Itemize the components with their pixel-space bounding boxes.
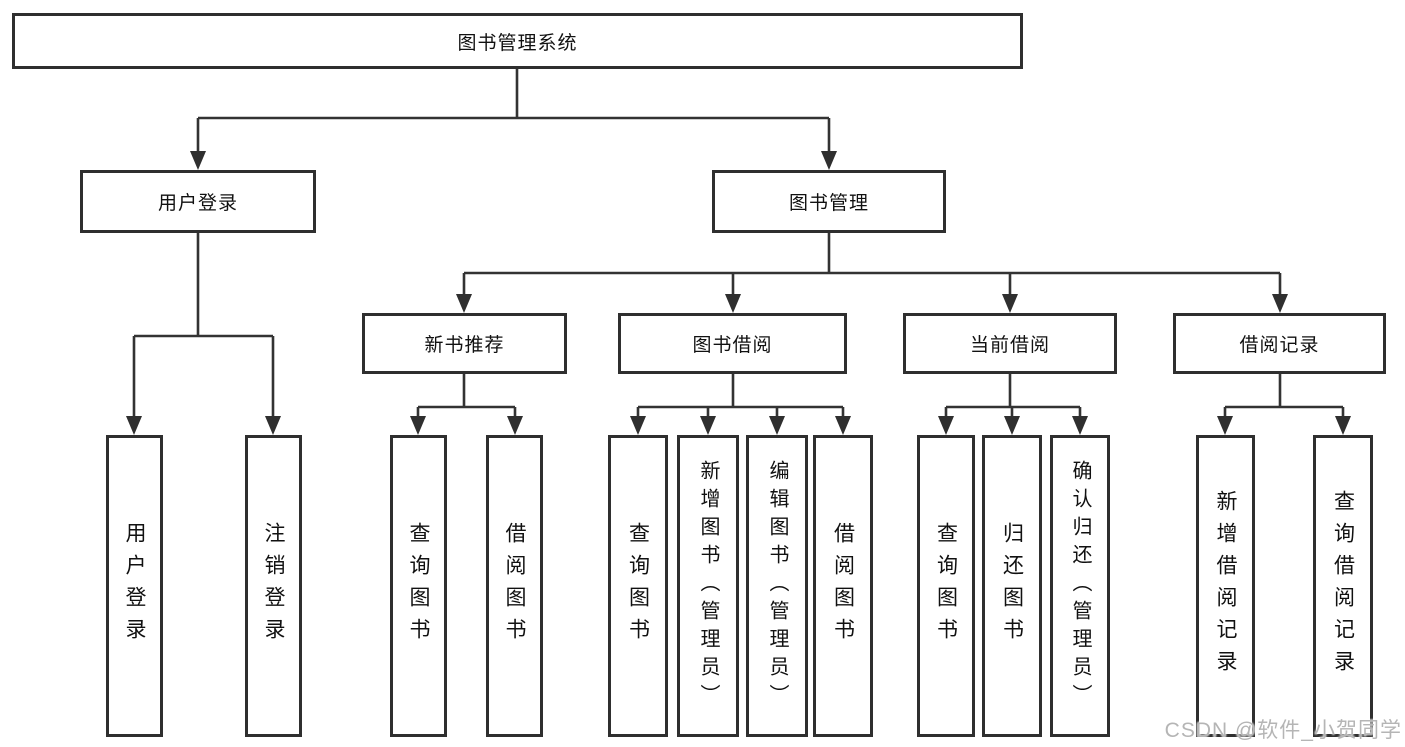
csdn-watermark: CSDN @软件_小贺同学	[1164, 719, 1402, 742]
leaf-borrow-book-borrowing: 借阅图书	[813, 435, 873, 737]
node-new-book-recommend: 新书推荐	[362, 313, 567, 374]
leaf-user-login: 用户登录	[106, 435, 163, 737]
leaf-add-borrow-record: 新增借阅记录	[1196, 435, 1255, 737]
leaf-logout: 注销登录	[245, 435, 302, 737]
node-system-root: 图书管理系统	[12, 13, 1023, 69]
leaf-add-book-admin: 新增图书（管理员）	[677, 435, 739, 737]
leaf-edit-book-admin: 编辑图书（管理员）	[746, 435, 808, 737]
node-book-borrowing: 图书借阅	[618, 313, 847, 374]
leaf-query-borrow-record: 查询借阅记录	[1313, 435, 1373, 737]
node-book-management: 图书管理	[712, 170, 946, 233]
leaf-confirm-return-admin: 确认归还（管理员）	[1050, 435, 1110, 737]
leaf-query-book-current: 查询图书	[917, 435, 975, 737]
node-current-borrowing: 当前借阅	[903, 313, 1117, 374]
leaf-query-book-recommend: 查询图书	[390, 435, 447, 737]
leaf-query-book-borrowing: 查询图书	[608, 435, 668, 737]
node-borrow-records: 借阅记录	[1173, 313, 1386, 374]
leaf-return-book: 归还图书	[982, 435, 1042, 737]
leaf-borrow-book-recommend: 借阅图书	[486, 435, 543, 737]
node-user-login: 用户登录	[80, 170, 316, 233]
